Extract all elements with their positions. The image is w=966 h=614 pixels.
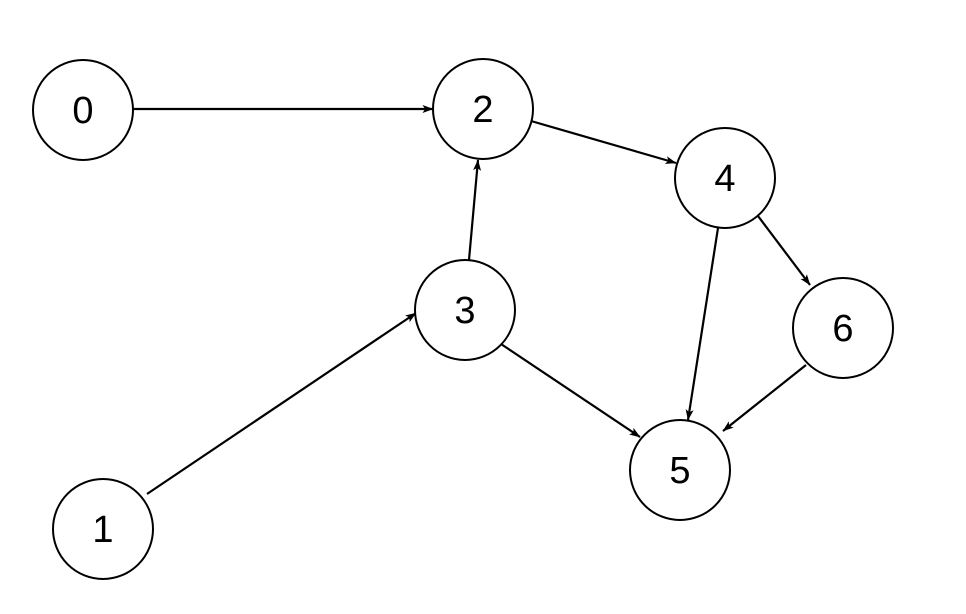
edge-3-to-2: [467, 159, 482, 261]
edges-layer: [133, 105, 811, 495]
node-label-1: 1: [92, 509, 113, 551]
node-circle-6[interactable]: [792, 277, 894, 379]
node-1[interactable]: 1: [52, 478, 154, 580]
node-label-0: 0: [72, 90, 93, 132]
node-label-3: 3: [454, 290, 475, 332]
nodes-layer: 0 1 2 3 4 5 6: [32, 58, 894, 580]
node-label-4: 4: [714, 158, 735, 200]
node-circle-3[interactable]: [414, 259, 516, 361]
edge-3-to-5: [500, 343, 641, 438]
node-0[interactable]: 0: [32, 59, 134, 161]
edge-4-to-6: [757, 215, 811, 286]
edge-4-to-5: [685, 227, 720, 421]
node-circle-5[interactable]: [629, 419, 731, 521]
edge-2-to-4: [530, 119, 677, 165]
edge-1-to-3: [146, 312, 417, 495]
edge-6-to-5: [722, 364, 807, 432]
node-3[interactable]: 3: [414, 259, 516, 361]
node-2[interactable]: 2: [432, 58, 534, 160]
node-6[interactable]: 6: [792, 277, 894, 379]
node-circle-2[interactable]: [432, 58, 534, 160]
node-circle-0[interactable]: [32, 59, 134, 161]
node-circle-1[interactable]: [52, 478, 154, 580]
node-label-5: 5: [669, 450, 690, 492]
node-4[interactable]: 4: [674, 127, 776, 229]
node-label-6: 6: [832, 308, 853, 350]
node-label-2: 2: [472, 89, 493, 131]
node-5[interactable]: 5: [629, 419, 731, 521]
node-circle-4[interactable]: [674, 127, 776, 229]
